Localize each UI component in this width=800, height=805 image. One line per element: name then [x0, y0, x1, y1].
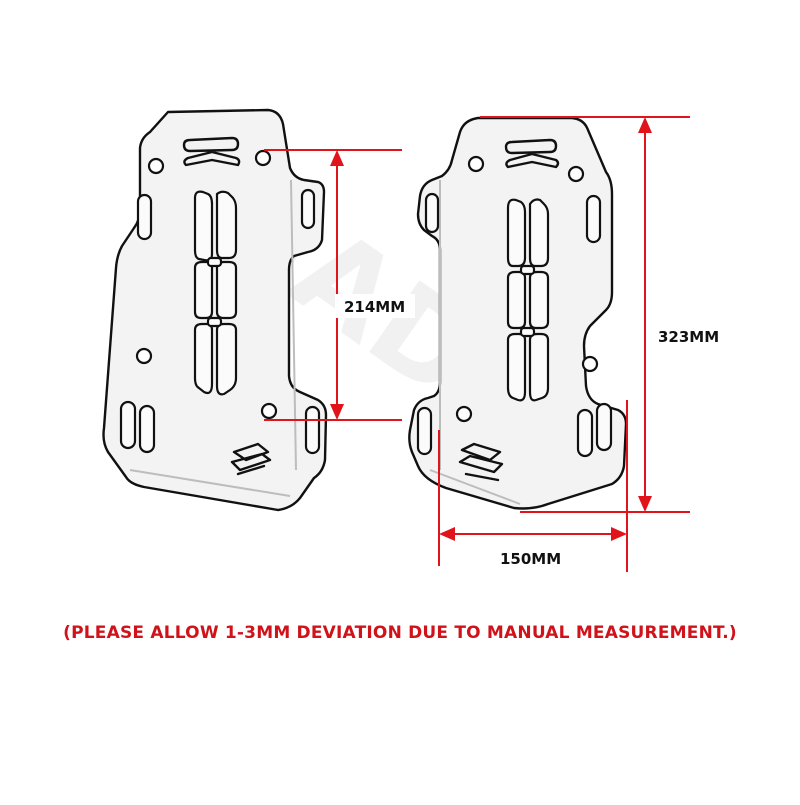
right-vent-bridge-1	[519, 264, 536, 276]
right-plate	[408, 116, 628, 510]
deviation-note: (PLEASE ALLOW 1-3MM DEVIATION DUE TO MAN…	[63, 623, 737, 643]
right-hole-top-right	[567, 165, 585, 183]
dimension-323: 323MM	[480, 116, 740, 513]
left-hole-top-right	[254, 149, 272, 167]
left-vent-bridge-1	[206, 256, 223, 268]
left-bottom-slot-3	[304, 405, 321, 455]
left-vent-slot-1b	[215, 190, 238, 260]
right-vent-slot-2a	[506, 270, 527, 330]
right-bottom-chevron-slot	[458, 442, 504, 482]
dim-323-arrow-top	[638, 117, 652, 133]
right-top-chevron-slot	[504, 138, 560, 169]
dim-214-label: 214MM	[344, 298, 405, 316]
left-vent-slot-2a	[193, 260, 214, 320]
right-bottom-slot-2	[576, 408, 594, 458]
right-vent-slot-3a	[506, 332, 527, 402]
left-vent-slot-3b	[215, 322, 238, 396]
dimension-150: 150MM	[438, 400, 628, 572]
left-side-slot-right	[300, 188, 316, 230]
right-side-slot-left	[424, 192, 440, 234]
left-vent-bridge-2	[206, 316, 223, 328]
left-vent-slot-1a	[193, 190, 214, 262]
dimension-214: 214MM	[264, 149, 415, 421]
left-vent-slot-3a	[193, 322, 214, 395]
right-vent-slot-3b	[528, 332, 550, 402]
right-vent-bridge-2	[519, 326, 536, 338]
right-hole-top-left	[467, 155, 485, 173]
dim-150-arrow-left	[439, 527, 455, 541]
right-vent-slot-1b	[528, 198, 550, 268]
left-vent-slot-2b	[215, 260, 238, 320]
dim-323-label-bg	[650, 324, 740, 348]
dim-214-arrow-bottom	[330, 404, 344, 420]
left-top-chevron-slot	[182, 136, 241, 167]
right-vent-slot-2b	[528, 270, 550, 330]
right-bottom-slot-1	[416, 406, 433, 456]
left-bend-line	[290, 179, 297, 471]
right-bend-line-bottom	[429, 469, 521, 505]
left-hole-top-left	[147, 157, 165, 175]
left-hole-mid-left	[135, 347, 153, 365]
dim-323-label: 323MM	[658, 328, 719, 346]
left-bottom-chevron-slot	[230, 442, 272, 476]
dim-150-label: 150MM	[500, 550, 561, 568]
dim-214-arrow-top	[330, 150, 344, 166]
right-hole-bottom-left	[455, 405, 473, 423]
dim-214-label-bg	[335, 294, 415, 318]
left-bottom-slot-1	[119, 400, 137, 450]
left-bottom-slot-2	[138, 404, 156, 454]
dim-323-arrow-bottom	[638, 496, 652, 512]
right-bottom-slot-3	[595, 402, 613, 452]
left-hole-bottom-right	[260, 402, 278, 420]
left-plate	[102, 108, 328, 512]
left-bend-line-bottom	[129, 469, 291, 497]
right-vent-slot-1a	[506, 198, 527, 268]
right-hole-mid-right	[581, 355, 599, 373]
left-side-slot-left	[136, 193, 153, 241]
right-side-slot-right	[585, 194, 602, 244]
dim-150-arrow-right	[611, 527, 627, 541]
